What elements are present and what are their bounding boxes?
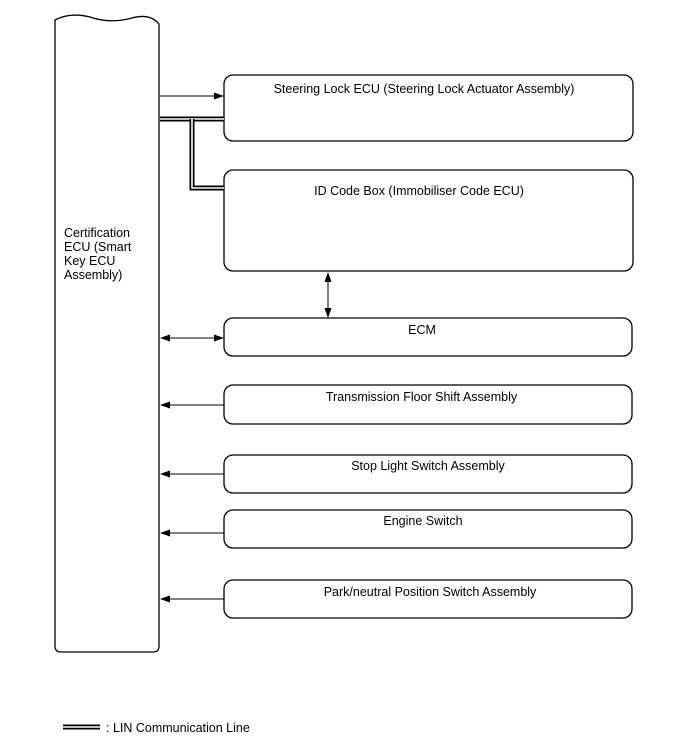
steering-lock-ecu-box xyxy=(223,74,634,142)
lin-line-id-code-box xyxy=(189,119,224,191)
legend-label: : LIN Communication Line xyxy=(106,721,250,735)
certification-ecu-label: Certification ECU (Smart Key ECU Assembl… xyxy=(64,226,132,282)
ecm-label: ECM xyxy=(408,323,436,337)
engine-switch-label: Engine Switch xyxy=(383,514,463,528)
id-code-box-box xyxy=(223,169,634,272)
ecm-box xyxy=(223,317,633,357)
park-neutral-switch-label: Park/neutral Position Switch Assembly xyxy=(323,585,537,599)
certification-ecu-body xyxy=(54,14,160,653)
stop-light-switch-label: Stop Light Switch Assembly xyxy=(351,459,505,473)
steering-lock-ecu-label: Steering Lock ECU (Steering Lock Actuato… xyxy=(273,82,575,96)
engine-switch-box xyxy=(223,509,633,549)
transmission-floor-shift-label: Transmission Floor Shift Assembly xyxy=(325,390,518,404)
id-code-box-label: ID Code Box (Immobiliser Code ECU) xyxy=(314,184,524,198)
